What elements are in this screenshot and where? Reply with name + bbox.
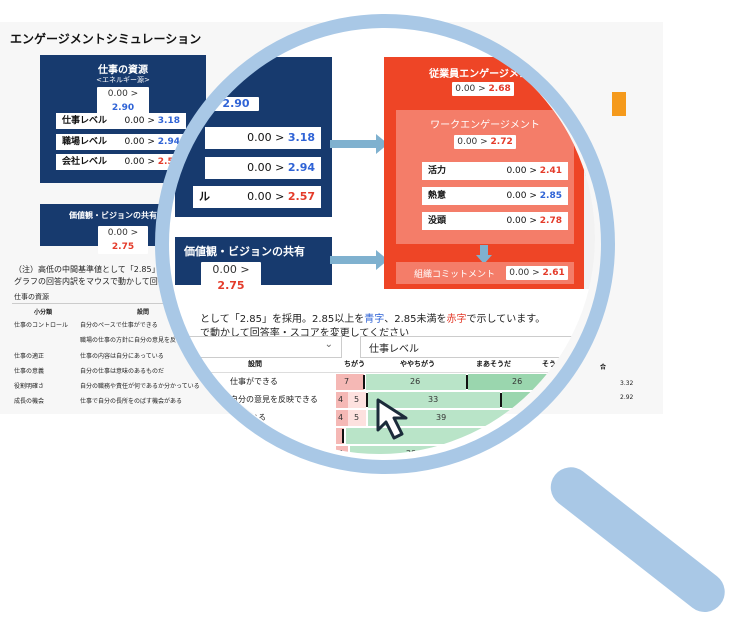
table-row: 仕事ができる 7 26 26 xyxy=(170,373,595,391)
slider-handle[interactable] xyxy=(518,411,520,425)
table-row: 役割明確さ xyxy=(14,383,45,390)
zoom-row-workplace: 0.00 > 2.94 xyxy=(205,157,321,179)
slider-handle[interactable] xyxy=(466,375,468,389)
slider-handle[interactable] xyxy=(500,393,502,407)
table-row: 仕事の適正 xyxy=(14,353,45,360)
table-row: 仕事の意義 xyxy=(14,368,45,375)
resources-total: 0.00 > 2.90 xyxy=(97,87,149,115)
resources-subtitle: <エネルギー源> xyxy=(96,76,150,84)
row-dedication: 熱意 0.00 > 2.85 xyxy=(422,187,568,205)
zoom-resources-panel: 2.90 0.00 > 3.18 0.00 > 2.94 ル 0.00 > 2.… xyxy=(175,57,332,217)
arrow-resources-to-engagement xyxy=(330,140,378,148)
note-line-2: グラフの回答内訳をマウスで動かして回答率 xyxy=(14,277,174,286)
arrow-values-to-engagement xyxy=(330,256,378,264)
zoom-row-company: ル 0.00 > 2.57 xyxy=(193,186,321,208)
zoom-values-panel: 価値観・ビジョンの共有 0.00 > 2.75 xyxy=(175,237,332,294)
chevron-down-icon: ⌄ xyxy=(324,339,333,350)
grid-header: 設問 ちがう ややちがう まあそうだ そうだ xyxy=(170,358,595,373)
slider-handle[interactable] xyxy=(363,375,365,389)
zoom-row-job: 0.00 > 3.18 xyxy=(205,127,321,149)
zoom-note-line-1: として「2.85」を採用。2.85以上を青字、2.85未満を赤字で示しています。 xyxy=(200,314,546,325)
resources-title: 仕事の資源 xyxy=(98,65,148,76)
magnifier-handle xyxy=(542,459,733,620)
resources-table: 小分類 設問 仕事のコントロール 自分のペースで仕事ができる 職場の仕事の方針に… xyxy=(12,303,212,408)
table-row: 27 xyxy=(170,427,595,445)
table-header: 仕事の資源 xyxy=(14,293,49,301)
zoom-note-line-2: で動かして回答率・スコアを変更してください xyxy=(200,328,410,339)
table-row: 仕事のコントロール xyxy=(14,322,69,329)
employee-engagement-panel: 従業員エンゲージメント 0.00 > 2.68 ワークエンゲージメント 0.00… xyxy=(384,57,584,289)
row-vigor: 活力 0.00 > 2.41 xyxy=(422,162,568,180)
cursor-arrow-icon xyxy=(376,398,408,440)
magnifier-lens: 2.90 0.00 > 3.18 0.00 > 2.94 ル 0.00 > 2.… xyxy=(163,22,595,454)
row-absorption: 没頭 0.00 > 2.78 xyxy=(422,212,568,230)
table-row: 成長の機会 xyxy=(14,398,45,405)
table-row: いる 4 5 39 14 xyxy=(170,409,595,427)
arrow-work-to-commit xyxy=(480,245,488,257)
page-title: エンゲージメントシミュレーション xyxy=(10,32,202,46)
orange-edge xyxy=(612,92,626,116)
commitment-panel: 組織コミットメント 0.00 > 2.61 xyxy=(396,262,574,284)
work-engagement-panel: ワークエンゲージメント 0.00 > 2.72 活力 0.00 > 2.41 熱… xyxy=(396,110,574,244)
filter-select-left[interactable]: ⌄ xyxy=(170,336,342,358)
grid-edge: 3.32 2.92 合 xyxy=(600,364,634,401)
table-row: 4 29 xyxy=(170,445,595,454)
level-select[interactable]: 仕事レベル ⌄ xyxy=(360,336,595,358)
note-line-1: （注）高低の中間基準値として「2.85」を採 xyxy=(14,265,176,274)
slider-handle[interactable] xyxy=(366,393,368,407)
table-row: 自分の意見を反映できる 4 5 33 17 xyxy=(170,391,595,409)
resources-panel: 仕事の資源 <エネルギー源> 0.00 > 2.90 仕事レベル 0.00 > … xyxy=(40,55,206,183)
chevron-down-icon: ⌄ xyxy=(590,339,595,350)
